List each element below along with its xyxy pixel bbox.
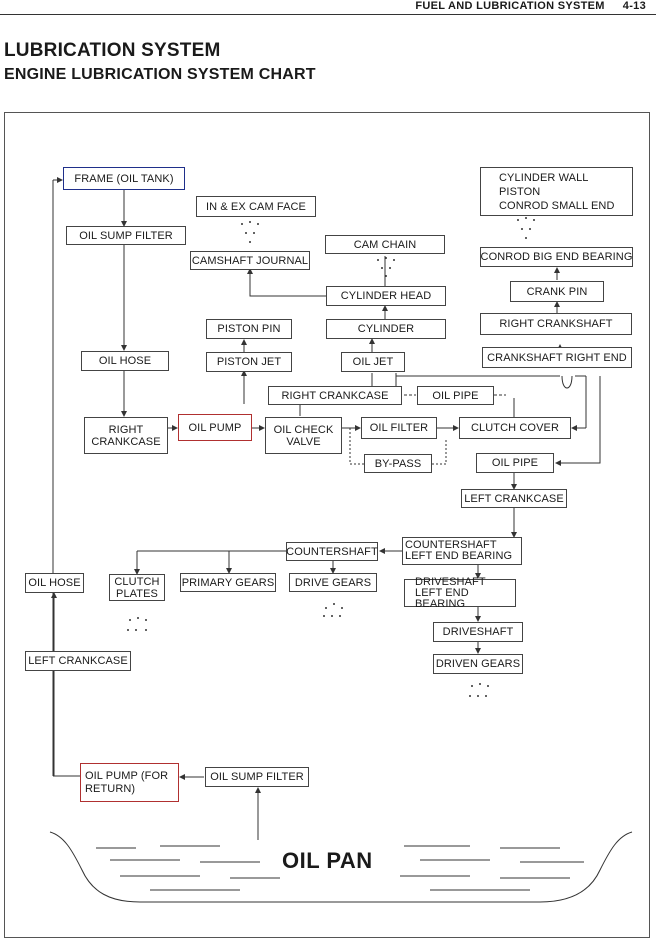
node-oil-sump-filter: OIL SUMP FILTER [66, 226, 186, 245]
oil-pan-label: OIL PAN [282, 848, 373, 873]
node-by-pass: BY-PASS [364, 454, 432, 473]
node-driveshaft: DRIVESHAFT [433, 622, 523, 642]
node-piston: PISTON [499, 185, 541, 198]
node-driveshaft-left-end-bearing: DRIVESHAFT LEFT END BEARING [404, 576, 516, 609]
header-section: FUEL AND LUBRICATION SYSTEM [415, 0, 605, 12]
diagram-frame [4, 112, 650, 938]
node-oil-hose: OIL HOSE [81, 351, 169, 371]
page-header: FUEL AND LUBRICATION SYSTEM 4-13 [0, 0, 656, 14]
node-oil-pump-for-return: OIL PUMP (FOR RETURN) [80, 763, 179, 802]
chart-title: ENGINE LUBRICATION SYSTEM CHART [4, 66, 316, 83]
node-oil-check-valve: OIL CHECK VALVE [265, 417, 342, 454]
node-clutch-plates: CLUTCH PLATES [109, 574, 165, 601]
node-drive-gears: DRIVE GEARS [289, 573, 377, 592]
node-right-crankcase: RIGHT CRANKCASE [84, 417, 168, 454]
node-cylinder: CYLINDER [326, 319, 446, 339]
node-frame-oil-tank: FRAME (OIL TANK) [63, 167, 185, 190]
node-oil-pipe-mid: OIL PIPE [417, 386, 494, 405]
node-conrod-big-end-bearing: CONROD BIG END BEARING [480, 247, 633, 267]
node-crankshaft-right-end: CRANKSHAFT RIGHT END [482, 347, 632, 368]
node-cylinder-wall-group: CYLINDER WALL PISTON CONROD SMALL END [480, 167, 633, 216]
node-crank-pin: CRANK PIN [510, 281, 604, 302]
node-oil-sump-filter-bottom: OIL SUMP FILTER [205, 767, 309, 787]
node-right-crankshaft: RIGHT CRANKSHAFT [480, 313, 632, 335]
node-cam-chain: CAM CHAIN [325, 235, 445, 254]
node-camshaft-journal: CAMSHAFT JOURNAL [190, 251, 310, 270]
node-cylinder-head: CYLINDER HEAD [326, 286, 446, 306]
node-driven-gears: DRIVEN GEARS [433, 654, 523, 674]
node-piston-jet: PISTON JET [206, 352, 292, 372]
node-conrod-small-end: CONROD SMALL END [499, 199, 615, 212]
header-page-number: 4-13 [622, 0, 646, 12]
header-text: FUEL AND LUBRICATION SYSTEM 4-13 [415, 0, 646, 12]
node-in-ex-cam-face: IN & EX CAM FACE [196, 196, 316, 217]
node-oil-hose-left: OIL HOSE [25, 573, 84, 593]
node-oil-filter: OIL FILTER [361, 417, 437, 439]
header-rule [0, 14, 656, 15]
node-oil-jet: OIL JET [341, 352, 405, 372]
node-left-crankcase-left: LEFT CRANKCASE [25, 651, 131, 671]
node-clutch-cover: CLUTCH COVER [459, 417, 571, 439]
node-left-crankcase: LEFT CRANKCASE [461, 489, 567, 508]
node-countershaft: COUNTERSHAFT [286, 542, 378, 561]
node-right-crankcase-mid: RIGHT CRANKCASE [268, 386, 402, 405]
node-cylinder-wall: CYLINDER WALL [499, 171, 589, 184]
node-oil-pump: OIL PUMP [178, 414, 252, 441]
section-title: LUBRICATION SYSTEM [4, 40, 221, 61]
node-oil-pipe: OIL PIPE [476, 453, 554, 473]
node-primary-gears: PRIMARY GEARS [180, 573, 276, 592]
node-countershaft-left-end-bearing: COUNTERSHAFT LEFT END BEARING [402, 537, 522, 565]
node-piston-pin: PISTON PIN [206, 319, 292, 339]
